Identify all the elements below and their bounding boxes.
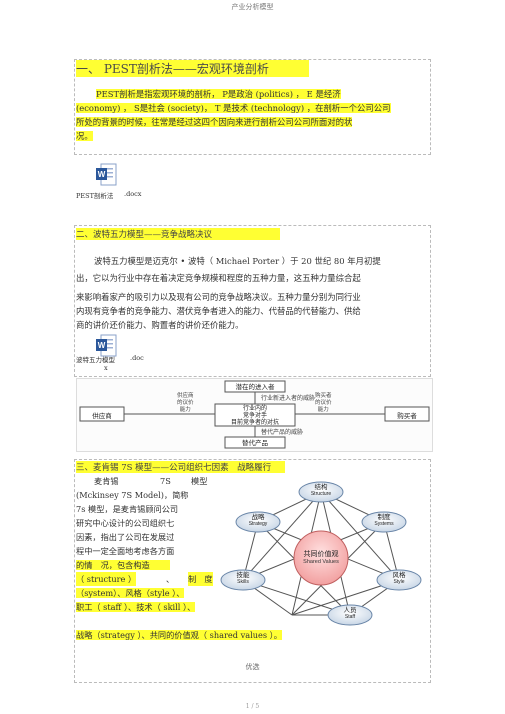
word-doc-icon: W [96,163,117,186]
pest-attachment[interactable]: W PEST剖析法 .docx [76,163,146,201]
strategy-node: 战略 Strategy [248,513,268,528]
mckinsey-l8c: 制 度 [188,572,213,586]
page-footer-center: 优选 [245,663,260,671]
systems-node: 制度 Systems [374,513,394,528]
porter-attachment[interactable]: W 波特五力模型 .doc x [76,334,146,374]
shared-values-node: 共同价值观 Shared Values [303,550,339,565]
porter-attachment-ext: .doc [130,354,144,362]
mckinsey-l7: 的情 况，包含构造 [76,560,170,570]
mckinsey-l3: 7s 模型，是麦肯锡顾问公司 [76,504,179,514]
porter-body: 波特五力模型是迈克尔 • 波特（ Michael Porter ）于 20 世纪… [76,254,436,332]
porter-line-5: 商的讲价还价能力、购置者的讲价还价能力。 [76,320,244,330]
pest-heading: 一、 PEST剖析法——宏观环境剖析 [76,60,309,77]
porter-frame [74,225,431,377]
pest-line-3: 所处的背景的时候，往常是经过这四个因向来进行剖析公司公司所面对的状 [76,117,353,127]
mckinsey-body: 麦肯锡 7S 模型 (Mckinsey 7S Model)，简称 7s 模型，是… [76,474,214,614]
mckinsey-l8a: （ structure ） [76,572,137,586]
mckinsey-l1a: 麦肯锡 [94,476,119,486]
pest-body: PEST剖析是指宏观环境的剖析， P是政治 (politics) ， E 是经济… [76,87,436,143]
porter-line-1: 波特五力模型是迈克尔 • 波特（ Michael Porter ）于 20 世纪… [94,256,381,266]
substitutes-box: 替代产品 [242,439,268,447]
porter-heading: 二、波特五力模型——竞争战略决议 [76,228,281,240]
word-doc-icon: W [96,334,117,357]
mckinsey-l1b: 7S [160,476,171,486]
mckinsey-heading: 三、麦肯锡 7S 模型——公司组织七因素 战略履行 [76,461,286,473]
pest-line-4: 况。 [76,131,93,141]
mckinsey-l1c: 模型 [191,476,208,486]
porter-five-forces-diagram: 潜在的进入者 行业新进入者的威胁 供应商 供应商 的议价 能力 行业内的 竞争对… [76,378,433,452]
pest-frame [74,59,431,155]
svg-text:W: W [98,170,106,179]
buyer-power-label: 购买者 的议价 能力 [315,393,332,413]
skills-node: 技能 Skills [236,571,250,586]
porter-line-2: 出，它以为行业中存在着决定竞争规模和程度的五种力量，这五种力量综合起 [76,273,361,283]
seven-s-diagram: 共同价值观 Shared Values 结构 Structure 制度 Syst… [214,478,428,630]
porter-attachment-suffix: x [104,364,108,372]
staff-node: 人员 Staff [343,606,357,621]
suppliers-box: 供应商 [92,412,112,420]
mckinsey-l5: 因素，指出了公司在发展过 [76,532,175,542]
supplier-power-label: 供应商 的议价 能力 [177,393,194,413]
pest-line-1: PEST剖析是指宏观环境的剖析， P是政治 (politics) ， E 是经济 [96,89,341,99]
mckinsey-l6: 程中一定全面地考虑各方面 [76,546,175,556]
style-node: 风格 Style [392,571,406,586]
entrants-box: 潜在的进入者 [235,383,275,391]
mckinsey-frame [74,459,431,683]
center-competitors-box: 行业内的 竞争对手 目前竞争者的对抗 [230,405,279,426]
porter-line-4: 内现有竞争者的竞争能力、潜伏竞争者进入的能力、代替品的代替能力、供给 [76,306,361,316]
pest-line-2: (economy) ， S是社会 (society)， T 是技术 (techn… [76,103,391,113]
pest-attachment-name: PEST剖析法 [76,192,114,200]
structure-node: 结构 Structure [310,483,332,498]
mckinsey-l9: （system）、风格（style ）、 [76,588,185,598]
mckinsey-l8b: 、 [166,574,175,584]
svg-text:W: W [98,341,106,350]
mckinsey-l2: (Mckinsey 7S Model)，简称 [76,490,189,500]
mckinsey-l10: 职工（ staff ）、技术（ skill ）、 [76,602,196,612]
page-header: 产业分析模型 [231,3,274,11]
entrants-threat-label: 行业新进入者的威胁 [261,395,316,402]
substitutes-threat-label: 替代产品的威胁 [261,429,304,436]
porter-attachment-name: 波特五力模型 [76,356,115,364]
porter-line-3: 来影响着家产的吸引力以及现有公司的竞争战略决议。五种力量分别为同行业 [76,292,361,302]
buyers-box: 购买者 [397,412,417,420]
pest-attachment-ext: .docx [124,190,142,198]
mckinsey-l11: 战略（strategy ）、共同的价值观（ shared values ）。 [76,630,282,640]
page-number: 1 / 5 [245,703,260,710]
mckinsey-l4: 研究中心设计的公司组织七 [76,518,175,528]
